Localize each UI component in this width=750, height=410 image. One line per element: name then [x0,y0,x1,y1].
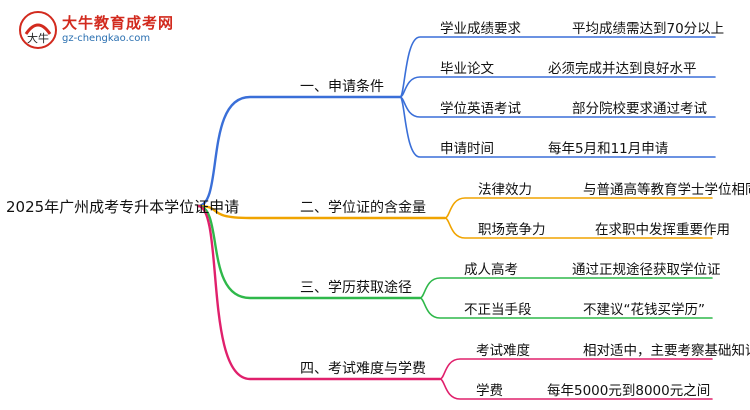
branch-1-label: 一、申请条件 [300,79,384,95]
branch-2-connector [196,204,447,220]
branch-2-label: 二、学位证的含金量 [300,200,426,216]
branch-3-connector [196,204,422,300]
branch-4-label: 四、考试难度与学费 [300,361,426,377]
value-4-2: 每年5000元到8000元之间 [547,383,711,399]
leaf-2-2-connector [444,217,713,239]
leaf-1-2: 毕业论文 [440,61,494,77]
value-3-2: 不建议“花钱买学历” [583,302,705,318]
leaf-4-2-connector [439,378,713,400]
value-1-4: 每年5月和11月申请 [548,141,669,157]
logo-title: 大牛教育成考网 [62,14,175,32]
leaf-4-1-connector [439,358,713,380]
leaf-1-4-connector [399,96,716,158]
logo-url: gz-chengkao.com [62,33,151,44]
value-1-3: 部分院校要求通过考试 [572,101,707,117]
leaf-1-2-connector [399,76,716,98]
branch-1-connector [196,95,402,208]
value-1-2: 必须完成并达到良好水平 [548,61,697,77]
value-2-1: 与普通高等教育学士学位相同 [583,182,750,198]
leaf-1-3: 学位英语考试 [440,101,521,117]
leaf-3-1-connector [419,277,713,299]
leaf-1-4: 申请时间 [440,141,494,157]
value-1-1: 平均成绩需达到70分以上 [572,21,725,37]
leaf-3-2: 不正当手段 [464,302,532,318]
leaf-1-1: 学业成绩要求 [440,21,521,37]
value-2-2: 在求职中发挥重要作用 [595,222,730,238]
leaf-4-1: 考试难度 [476,343,530,359]
leaf-4-2: 学费 [476,383,503,399]
leaf-3-1: 成人高考 [464,262,518,278]
branch-4-connector [196,204,442,381]
value-4-1: 相对适中，主要考察基础知识 [583,343,750,359]
leaf-2-1: 法律效力 [478,182,532,198]
root-node: 2025年广州成考专升本学位证申请 [6,198,240,216]
logo-mark-text: 大牛 [27,31,49,45]
value-3-1: 通过正规途径获取学位证 [572,262,721,278]
logo-mark-icon: 大牛 [19,11,57,49]
branch-3-label: 三、学历获取途径 [300,280,412,296]
leaf-2-2: 职场竞争力 [478,222,546,238]
leaf-3-2-connector [419,297,713,319]
site-logo: 大牛 大牛教育成考网 gz-chengkao.com [18,8,218,52]
leaf-2-1-connector [444,197,713,219]
